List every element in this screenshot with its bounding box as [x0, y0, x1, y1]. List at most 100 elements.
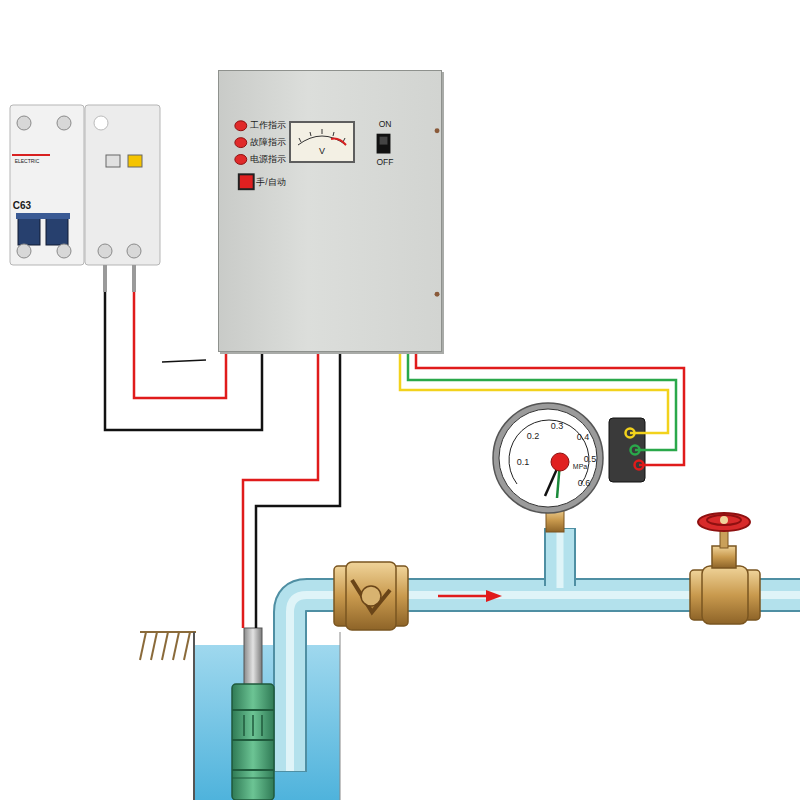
- water-pipe: [546, 529, 574, 588]
- wire-stub: [162, 360, 206, 362]
- breaker-body: [85, 105, 160, 265]
- flow-arrow: [486, 590, 502, 602]
- breaker-body: [46, 217, 68, 245]
- breaker-body: [12, 154, 50, 156]
- text-slot: 电源指示: [250, 155, 286, 164]
- text-slot: 0.2: [527, 432, 540, 442]
- breaker-body: [18, 217, 40, 245]
- gate-valve: [698, 513, 750, 531]
- submersible-pump: [232, 769, 274, 771]
- submersible-pump: [232, 684, 274, 800]
- control-box: 工作指示故障指示电源指示手/自动 ON OFF V: [218, 70, 442, 352]
- ground-hatch: [140, 632, 146, 660]
- breaker-body: [127, 244, 141, 258]
- pressure-gauge: 0.20.30.40.10.5MPa0.6: [495, 400, 655, 532]
- box-panel: [377, 134, 391, 154]
- breaker-body: [10, 105, 84, 265]
- breaker-body: [16, 213, 70, 219]
- text-slot: 0.6: [578, 479, 591, 489]
- text-slot: C63: [13, 200, 31, 211]
- circuit-breaker-label: C63: [13, 200, 31, 211]
- circuit-breaker: ELECTRIC C63: [10, 105, 160, 292]
- breaker-body: [57, 116, 71, 130]
- text-slot: 故障指示: [250, 138, 286, 147]
- breaker-body: [17, 116, 31, 130]
- breaker-body: [10, 105, 160, 292]
- box-panel: [235, 138, 247, 148]
- gauge-dial: [609, 418, 645, 482]
- well-water: [340, 632, 341, 800]
- water-pipe: [290, 528, 800, 772]
- breaker-body: [103, 265, 107, 292]
- submersible-pump: [232, 778, 274, 779]
- well-water: [194, 645, 340, 800]
- text-slot: V: [319, 147, 325, 157]
- box-panel: [219, 71, 441, 351]
- breaker-body: [132, 265, 136, 292]
- submersible-pump: [261, 715, 263, 736]
- circuit-breaker-label: ELECTRIC: [15, 159, 40, 165]
- breaker-body: [94, 116, 108, 130]
- ground-hatch: [173, 632, 179, 660]
- ground-hatch: [184, 632, 190, 660]
- text-slot: 手/自动: [256, 178, 285, 187]
- voltmeter-scale: [310, 132, 311, 136]
- gauge-dial: [499, 409, 597, 507]
- submersible-pump: [232, 709, 274, 711]
- text-slot: 0.1: [517, 458, 530, 468]
- well-water: [193, 632, 195, 800]
- well-water: [194, 632, 340, 800]
- gauge-dial: [635, 461, 644, 470]
- water-pipe: [557, 529, 564, 588]
- submersible-pump: [244, 628, 262, 686]
- pressure-gauge-label: 0.4: [577, 433, 590, 443]
- gauge-dial: [509, 420, 589, 484]
- gate-valve: [712, 546, 736, 568]
- text-slot: OFF: [377, 158, 394, 167]
- text-slot: 工作指示: [250, 121, 286, 130]
- submersible-pump: [232, 739, 274, 741]
- gate-valve: [720, 516, 728, 524]
- text-slot: 0.4: [577, 433, 590, 443]
- voltmeter-scale: [299, 138, 301, 142]
- voltmeter-scale: [333, 132, 334, 136]
- control-box-label: 故障指示: [250, 138, 286, 147]
- voltmeter: V: [289, 121, 355, 163]
- pump-cable: [243, 352, 340, 628]
- ground-hatch: [151, 632, 157, 660]
- gate-valve: [702, 566, 748, 624]
- control-box-label: 手/自动: [256, 178, 285, 187]
- voltmeter-scale: [298, 136, 346, 145]
- gauge-dial: [631, 446, 640, 455]
- pressure-gauge-label: 0.2: [527, 432, 540, 442]
- breaker-body: [57, 244, 71, 258]
- control-box-label: 工作指示: [250, 121, 286, 130]
- submersible-pump: [232, 628, 274, 800]
- breaker-body: [106, 155, 120, 167]
- submersible-pump: [252, 715, 254, 736]
- box-panel: [235, 155, 247, 165]
- breaker-body: [98, 244, 112, 258]
- submersible-pump: [243, 715, 245, 736]
- box-panel: [235, 121, 247, 131]
- gauge-dial: [493, 403, 603, 513]
- voltmeter-label: V: [319, 147, 325, 157]
- gate-valve: [690, 513, 760, 624]
- control-box-label: ON: [379, 120, 392, 129]
- pressure-gauge-label: MPa: [573, 463, 587, 471]
- text-slot: ON: [379, 120, 392, 129]
- control-box-label: 电源指示: [250, 155, 286, 164]
- check-valve: [352, 580, 390, 612]
- box-panel: [380, 137, 388, 145]
- text-slot: 0.3: [551, 422, 564, 432]
- breaker-body: [17, 244, 31, 258]
- ground-hatch: [140, 632, 196, 660]
- gauge-dial: [551, 453, 569, 471]
- pressure-gauge-label: 0.6: [578, 479, 591, 489]
- voltmeter-scale: [322, 129, 323, 134]
- gauge-dial: [635, 449, 655, 452]
- text-slot: MPa: [573, 463, 587, 471]
- pressure-gauge-label: 0.3: [551, 422, 564, 432]
- pressure-gauge-label: 0.1: [517, 458, 530, 468]
